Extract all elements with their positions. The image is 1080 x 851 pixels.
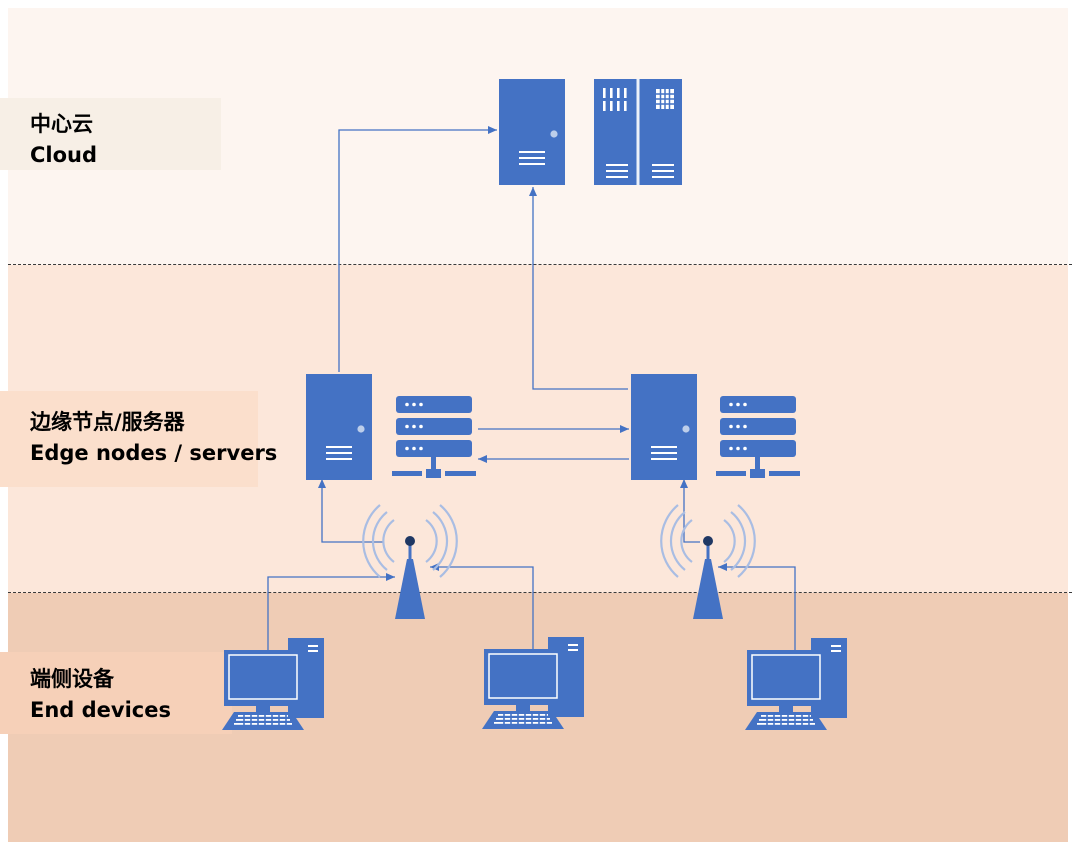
connection-pc2-to-antenna1 xyxy=(430,563,534,655)
connection-pc3-to-antenna2 xyxy=(718,563,796,656)
end-layer-label: 端侧设备 End devices xyxy=(0,652,232,734)
edge-layer-label: 边缘节点/服务器 Edge nodes / servers xyxy=(0,391,278,487)
cloud-label-zh: 中心云 xyxy=(30,112,93,136)
cloud-layer-label: 中心云 Cloud xyxy=(0,98,221,170)
edge-end-divider xyxy=(8,592,1072,593)
network-server-icon xyxy=(392,396,476,478)
tower-server-icon xyxy=(499,79,565,185)
wireless-antenna-icon xyxy=(362,503,458,621)
connection-antenna2-to-edge2 xyxy=(680,479,700,543)
desktop-computer-icon xyxy=(481,636,585,730)
connection-edge2-to-cloud xyxy=(529,187,628,390)
desktop-computer-icon xyxy=(221,637,325,731)
edge-label-en: Edge nodes / servers xyxy=(30,441,278,465)
end-label-en: End devices xyxy=(30,698,171,722)
cloud-edge-divider xyxy=(8,264,1072,265)
desktop-computer-icon xyxy=(744,637,848,731)
end-label-zh: 端侧设备 xyxy=(30,667,114,691)
cloud-label-en: Cloud xyxy=(30,143,98,167)
wireless-antenna-icon xyxy=(660,503,756,621)
network-server-icon xyxy=(716,396,800,478)
tower-server-icon xyxy=(631,374,697,480)
edge-label-zh: 边缘节点/服务器 xyxy=(30,410,185,434)
tower-server-icon xyxy=(306,374,372,480)
connection-edge1-to-cloud xyxy=(338,126,497,372)
connection-pc1-to-antenna1 xyxy=(267,573,395,656)
server-rack-icon xyxy=(594,79,682,185)
